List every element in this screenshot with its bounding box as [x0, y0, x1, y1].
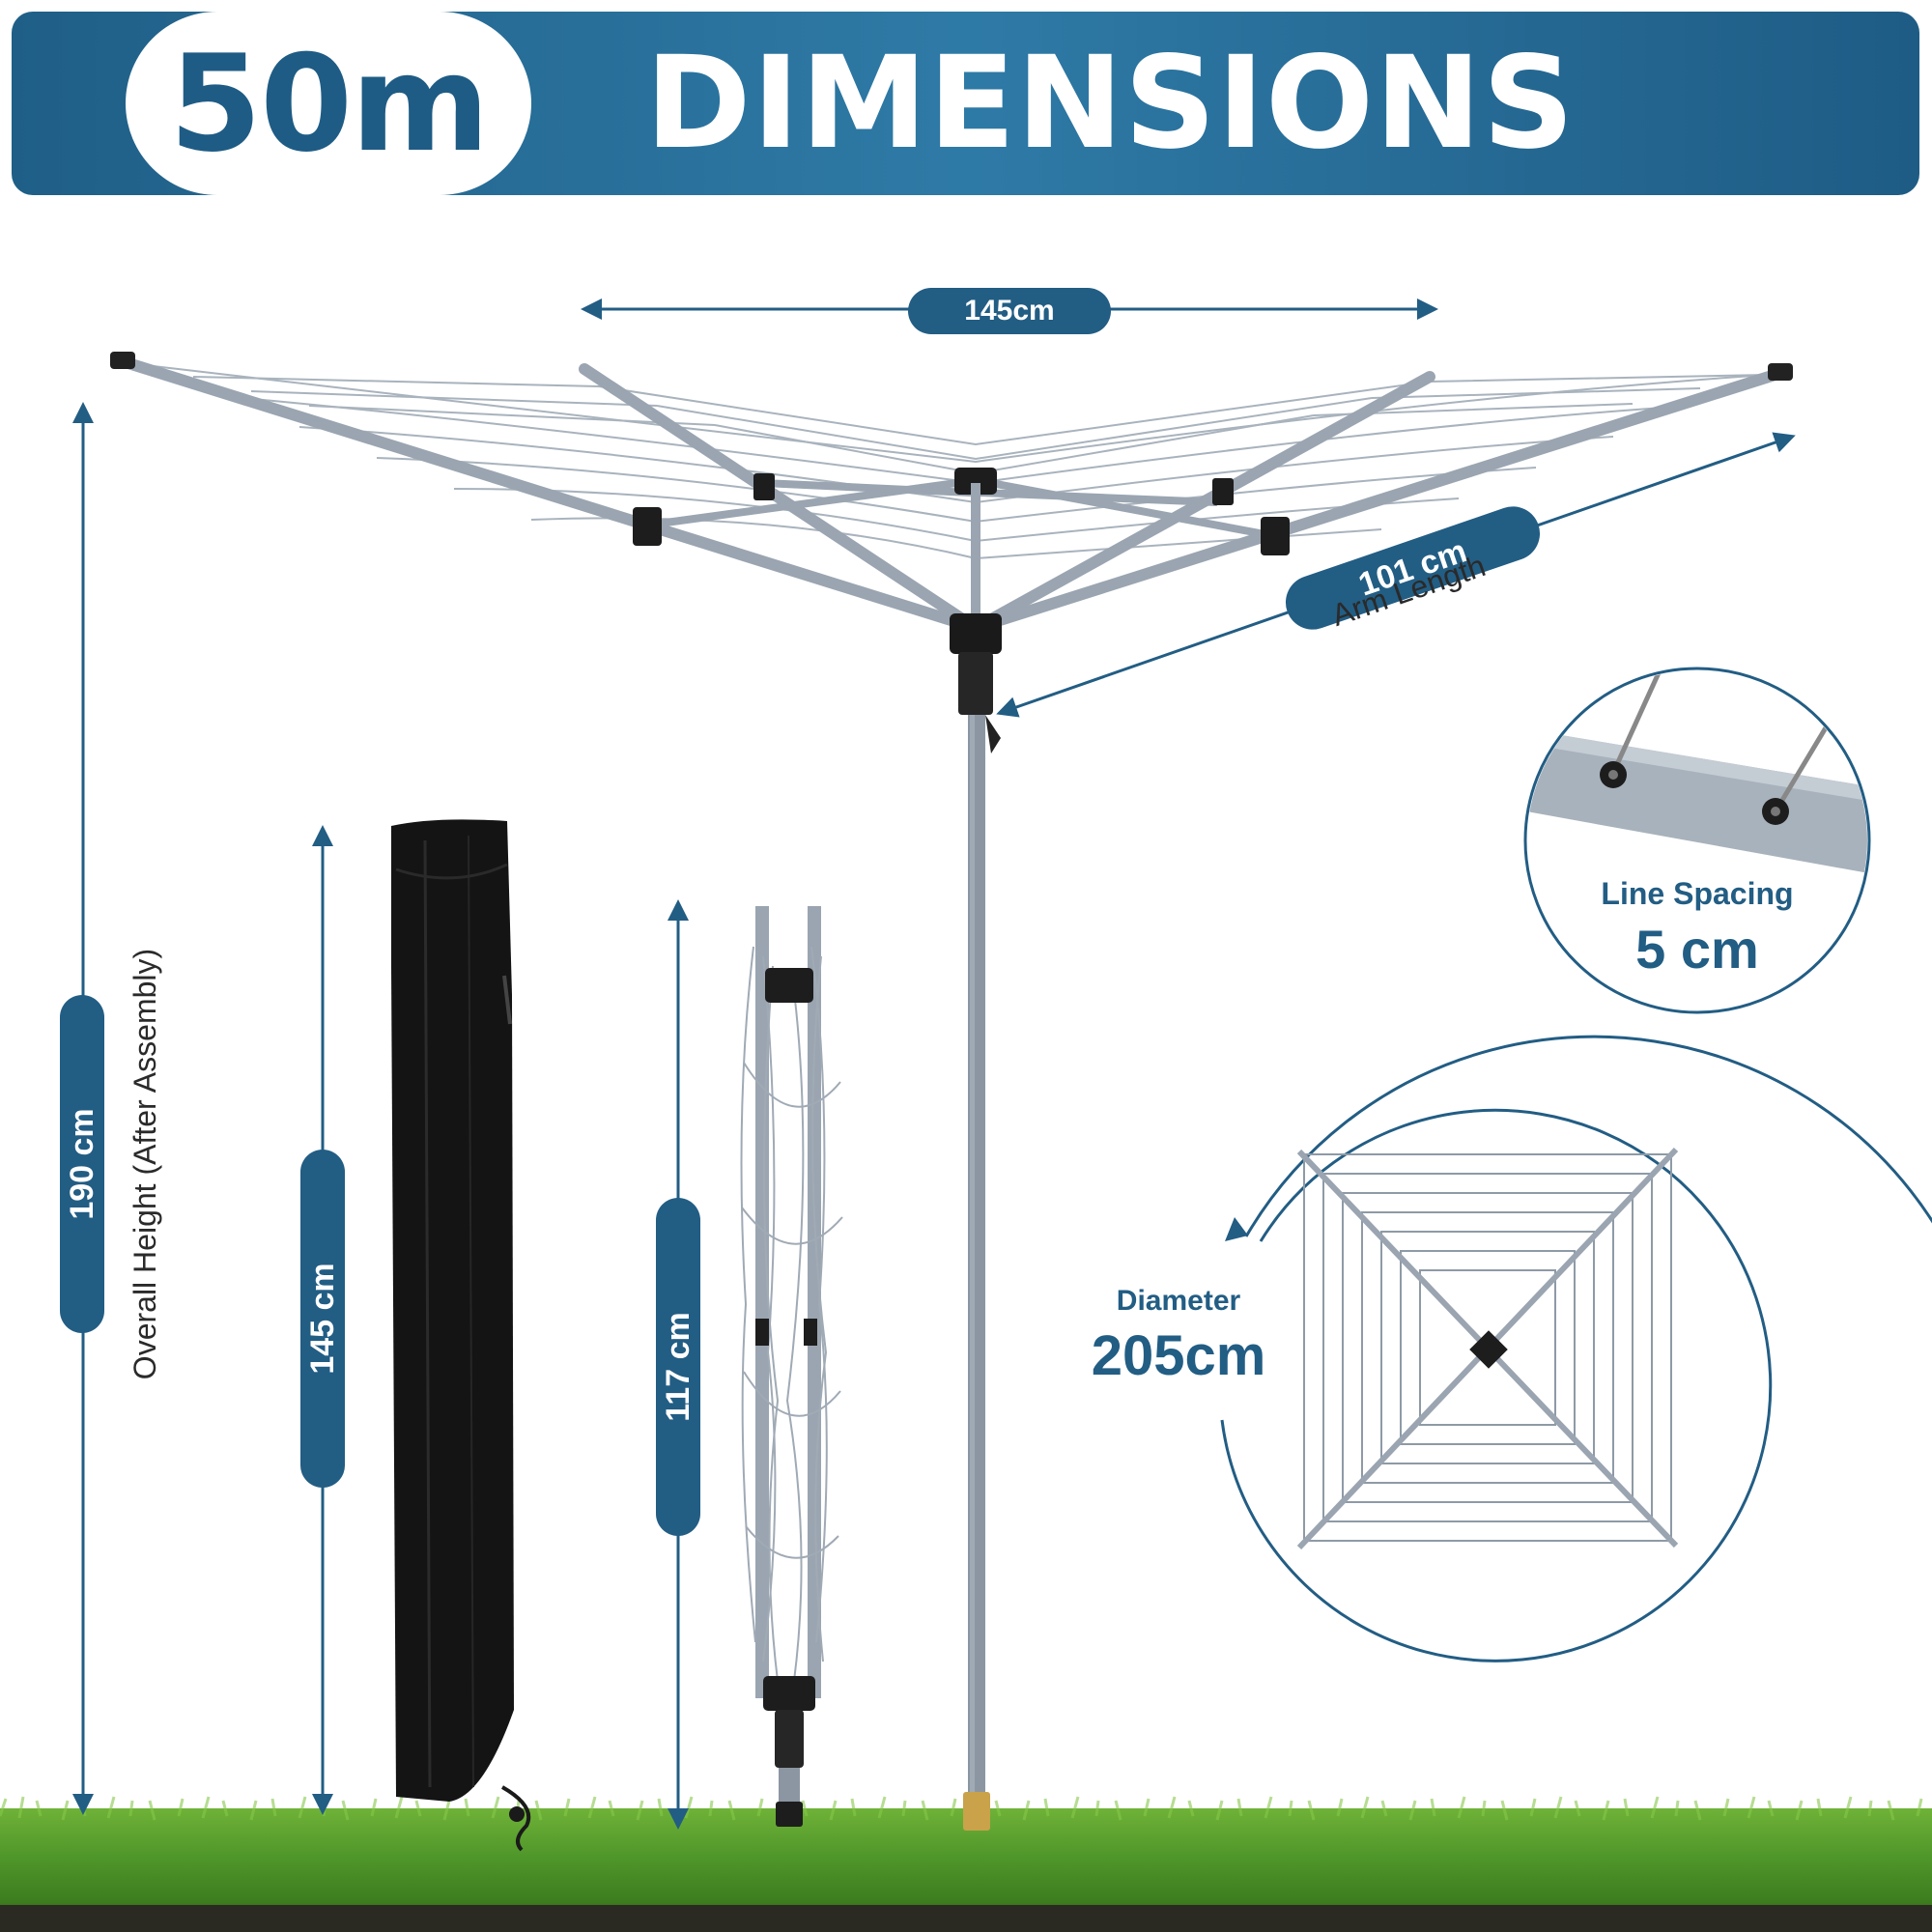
storage-bag — [391, 819, 531, 1852]
overall-height-caption: Overall Height (After Assembly) — [128, 948, 162, 1380]
folded-height-text: 117 cm — [660, 1312, 696, 1422]
arm-end-cap — [110, 352, 135, 369]
ground-spike — [963, 1792, 990, 1831]
rotary-dryer-open — [110, 352, 1793, 1831]
bag-height-pill — [300, 1150, 345, 1488]
lower-hub — [950, 613, 1002, 654]
line-spacing-value: 5 cm — [1635, 919, 1759, 980]
bag-drawstring — [501, 1785, 531, 1852]
overall-height-text: 190 cm — [64, 1108, 100, 1220]
folded-height-pill — [656, 1198, 700, 1536]
locking-collar — [958, 652, 993, 715]
diameter-label: Diameter — [1116, 1285, 1241, 1317]
diameter-value: 205cm — [1091, 1324, 1266, 1387]
diameter-top-view — [1220, 1035, 1932, 1662]
soil-strip — [0, 1905, 1932, 1932]
capacity-badge — [126, 12, 531, 195]
overall-height-pill — [60, 995, 104, 1333]
lock-handle — [985, 715, 1001, 753]
folded-dryer — [740, 906, 843, 1827]
width-pill: 145cm — [908, 288, 1111, 334]
line-spacing-detail — [1523, 667, 1871, 1014]
page-title: DIMENSIONS — [645, 29, 1576, 178]
capacity-badge-text: 50m — [169, 25, 490, 182]
bag-height-text: 145 cm — [304, 1263, 341, 1375]
arm-end-cap — [1768, 363, 1793, 381]
line-spacing-label: Line Spacing — [1601, 876, 1794, 911]
grass-blades — [0, 1796, 1923, 1821]
top-hub — [954, 468, 997, 495]
